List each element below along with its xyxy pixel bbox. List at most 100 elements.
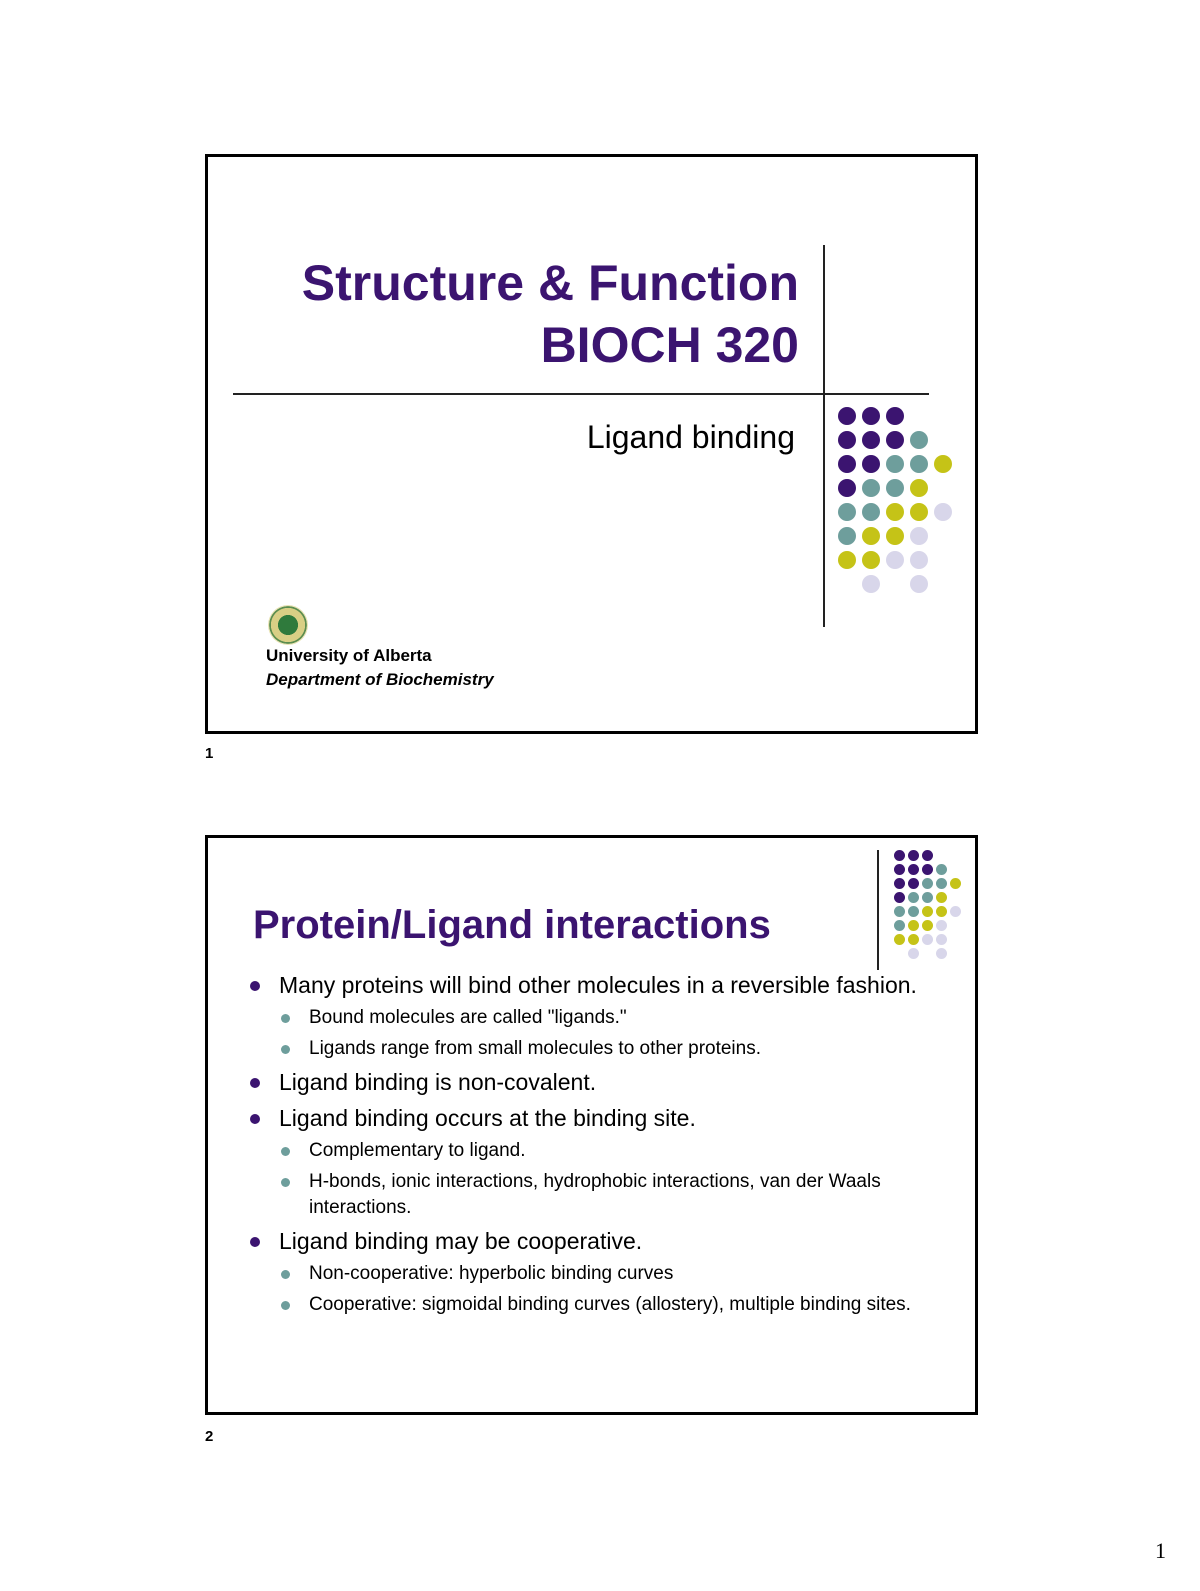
decorative-dot xyxy=(936,864,947,875)
list-item: Complementary to ligand. xyxy=(279,1138,933,1164)
decorative-dot xyxy=(838,503,856,521)
slide-2: Protein/Ligand interactions Many protein… xyxy=(205,835,978,1415)
decorative-dot xyxy=(894,906,905,917)
decorative-dot xyxy=(922,934,933,945)
decorative-dot xyxy=(886,479,904,497)
decorative-dot xyxy=(838,527,856,545)
decorative-dot xyxy=(910,527,928,545)
decorative-dot xyxy=(922,864,933,875)
decorative-dot xyxy=(908,864,919,875)
decorative-dot xyxy=(838,551,856,569)
list-item: Non-cooperative: hyperbolic binding curv… xyxy=(279,1261,933,1287)
decorative-dot xyxy=(886,407,904,425)
list-item: Ligands range from small molecules to ot… xyxy=(279,1036,933,1062)
decorative-dot xyxy=(838,455,856,473)
decorative-dot xyxy=(908,850,919,861)
decorative-dot xyxy=(862,527,880,545)
bullet-list: Many proteins will bind other molecules … xyxy=(243,970,933,1323)
decorative-dot xyxy=(936,906,947,917)
decorative-dot xyxy=(838,407,856,425)
decorative-dot xyxy=(936,920,947,931)
slide-1: Structure & Function BIOCH 320 Ligand bi… xyxy=(205,154,978,734)
decorative-dot xyxy=(934,503,952,521)
decorative-dot xyxy=(894,878,905,889)
list-item: Ligand binding may be cooperative. Non-c… xyxy=(243,1226,933,1318)
bullet-icon xyxy=(281,1045,290,1054)
decorative-dot xyxy=(922,920,933,931)
bullet-icon xyxy=(250,1237,260,1247)
decorative-dot xyxy=(908,948,919,959)
decorative-dot xyxy=(894,850,905,861)
bullet-icon xyxy=(250,1114,260,1124)
dot-grid-decoration xyxy=(894,850,961,959)
decorative-dot xyxy=(894,934,905,945)
decorative-dot xyxy=(894,864,905,875)
decorative-dot xyxy=(910,455,928,473)
decorative-dot xyxy=(950,906,961,917)
vertical-divider xyxy=(823,245,825,627)
decorative-dot xyxy=(910,551,928,569)
decorative-dot xyxy=(936,934,947,945)
decorative-dot xyxy=(894,892,905,903)
bullet-icon xyxy=(281,1178,290,1187)
page-number: 1 xyxy=(1155,1538,1166,1563)
decorative-dot xyxy=(886,431,904,449)
decorative-dot xyxy=(862,407,880,425)
decorative-dot xyxy=(886,503,904,521)
decorative-dot xyxy=(838,431,856,449)
decorative-dot xyxy=(862,575,880,593)
slide-2-title: Protein/Ligand interactions xyxy=(253,903,771,947)
decorative-dot xyxy=(886,527,904,545)
bullet-icon xyxy=(281,1301,290,1310)
decorative-dot xyxy=(908,906,919,917)
decorative-dot xyxy=(922,892,933,903)
slide-1-number: 1 xyxy=(205,745,214,762)
horizontal-divider xyxy=(233,393,929,395)
bullet-icon xyxy=(250,1078,260,1088)
decorative-dot xyxy=(910,479,928,497)
list-item: H-bonds, ionic interactions, hydrophobic… xyxy=(279,1169,933,1221)
decorative-dot xyxy=(934,455,952,473)
decorative-dot xyxy=(936,878,947,889)
decorative-dot xyxy=(936,948,947,959)
decorative-dot xyxy=(838,479,856,497)
list-item: Ligand binding is non-covalent. xyxy=(243,1067,933,1098)
decorative-dot xyxy=(908,878,919,889)
decorative-dot xyxy=(908,934,919,945)
decorative-dot xyxy=(862,455,880,473)
decorative-dot xyxy=(862,503,880,521)
list-item: Many proteins will bind other molecules … xyxy=(243,970,933,1062)
decorative-dot xyxy=(862,479,880,497)
decorative-dot xyxy=(886,455,904,473)
dot-grid-decoration xyxy=(838,407,952,593)
bullet-icon xyxy=(281,1147,290,1156)
decorative-dot xyxy=(922,850,933,861)
bullet-icon xyxy=(250,981,260,991)
decorative-dot xyxy=(936,892,947,903)
title-line-2: BIOCH 320 xyxy=(540,317,799,373)
bullet-icon xyxy=(281,1270,290,1279)
decorative-dot xyxy=(910,575,928,593)
list-item: Cooperative: sigmoidal binding curves (a… xyxy=(279,1292,933,1318)
list-item: Ligand binding occurs at the binding sit… xyxy=(243,1103,933,1221)
decorative-dot xyxy=(894,920,905,931)
decorative-dot xyxy=(908,920,919,931)
decorative-dot xyxy=(862,431,880,449)
decorative-dot xyxy=(950,878,961,889)
slide-2-number: 2 xyxy=(205,1428,214,1445)
university-name: University of Alberta xyxy=(266,646,432,665)
title-line-1: Structure & Function xyxy=(301,255,799,311)
decorative-dot xyxy=(862,551,880,569)
decorative-dot xyxy=(886,551,904,569)
vertical-divider xyxy=(877,850,879,970)
decorative-dot xyxy=(908,892,919,903)
bullet-icon xyxy=(281,1014,290,1023)
slide-1-subtitle: Ligand binding xyxy=(586,419,795,455)
decorative-dot xyxy=(922,878,933,889)
decorative-dot xyxy=(910,431,928,449)
decorative-dot xyxy=(922,906,933,917)
list-item: Bound molecules are called "ligands." xyxy=(279,1005,933,1031)
university-seal-icon xyxy=(268,605,308,645)
department-name: Department of Biochemistry xyxy=(266,670,494,689)
decorative-dot xyxy=(910,503,928,521)
